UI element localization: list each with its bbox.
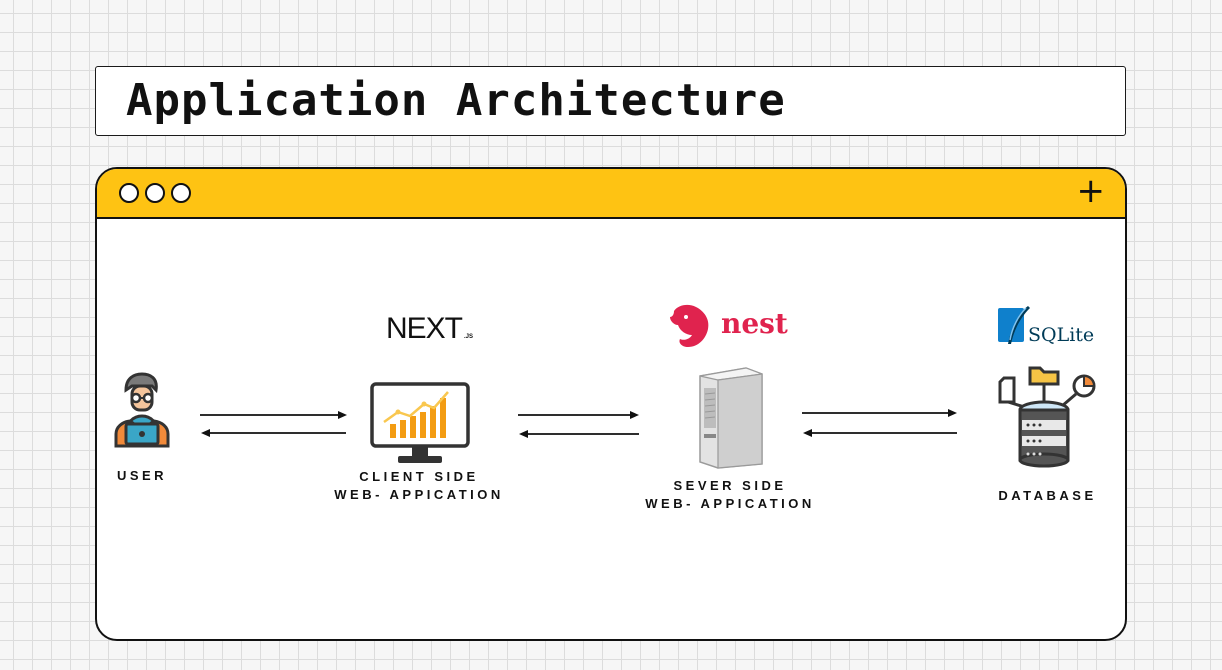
nest-logo: nest	[668, 303, 793, 351]
window-dot-2[interactable]	[145, 183, 165, 203]
sqlite-logo: SQLite	[998, 306, 1098, 350]
server-label-line2: WEB- APPICATION	[645, 496, 815, 511]
user-icon	[114, 372, 170, 448]
arrows-client-server	[518, 411, 639, 438]
monitor-chart-icon	[370, 382, 470, 463]
nest-cat-icon	[670, 304, 709, 347]
browser-window: +	[95, 167, 1127, 641]
database-icon	[998, 366, 1096, 468]
nest-logo-text: nest	[721, 307, 788, 340]
window-dot-1[interactable]	[119, 183, 139, 203]
nextjs-logo-suffix: .JS	[464, 334, 474, 340]
arrows-server-database	[802, 409, 957, 437]
client-label-line2: WEB- APPICATION	[334, 487, 504, 502]
database-label: DATABASE	[998, 488, 1097, 503]
nextjs-logo-text: NEXT	[386, 312, 463, 345]
arrows-user-client	[200, 411, 347, 437]
window-dot-3[interactable]	[171, 183, 191, 203]
window-titlebar: +	[97, 169, 1125, 219]
server-label-line1: SEVER SIDE	[673, 478, 787, 493]
server-icon	[699, 367, 763, 469]
add-tab-button[interactable]: +	[1076, 171, 1106, 211]
user-label: USER	[116, 468, 168, 483]
sqlite-logo-text: SQLite	[1028, 324, 1095, 346]
client-label-line1: CLIENT SIDE	[359, 469, 479, 484]
page-title: Application Architecture	[126, 75, 786, 126]
sqlite-feather-icon	[998, 306, 1030, 344]
nextjs-logo: NEXT.JS	[386, 312, 473, 346]
server-label: SEVER SIDE WEB- APPICATION	[620, 477, 840, 513]
client-label: CLIENT SIDE WEB- APPICATION	[314, 468, 524, 504]
title-box: Application Architecture	[95, 66, 1126, 136]
